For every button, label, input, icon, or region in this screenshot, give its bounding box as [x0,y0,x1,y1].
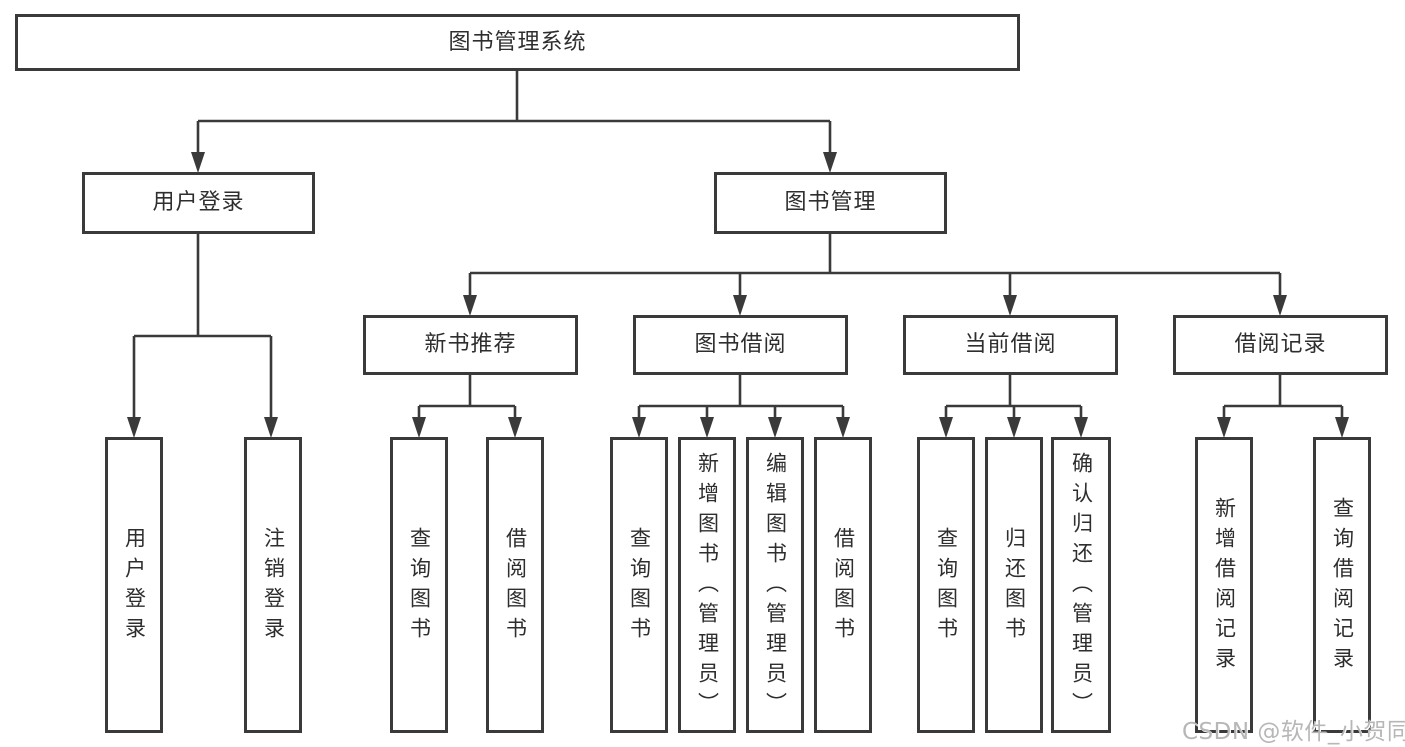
node-label: 确认归还（管理员） [1069,452,1094,722]
arrow-icon [733,295,747,316]
node-label: 借阅记录 [1234,332,1327,357]
arrowheads [127,152,1349,438]
node-label: 编辑图书（管理员） [763,452,788,722]
node-add-borrow-record: 新增借阅记录 [1195,437,1253,733]
node-user-login-leaf: 用户登录 [105,437,163,733]
node-library-system: 图书管理系统 [15,14,1020,71]
node-label: 用户登录 [152,190,245,215]
node-edit-books-admin: 编辑图书（管理员） [746,437,804,733]
watermark: CSDN @软件_小贺同学 [1182,719,1405,745]
arrow-icon [1003,295,1017,316]
node-label: 新书推荐 [424,332,517,357]
arrow-icon [700,417,714,438]
branch-currentborrow-to-leaves [944,375,1083,425]
arrow-icon [412,417,426,438]
node-label: 查询图书 [627,527,652,647]
arrow-icon [768,417,782,438]
node-current-borrowing: 当前借阅 [903,315,1118,375]
node-label: 新增借阅记录 [1212,497,1237,677]
branch-bookmgmt-to-level3 [468,234,1282,303]
node-label: 借阅图书 [503,527,528,647]
arrow-icon [1074,417,1088,438]
branch-root-to-level2 [196,71,832,160]
arrow-icon [1217,417,1231,438]
node-new-book-recommend: 新书推荐 [363,315,578,375]
node-book-management: 图书管理 [714,172,947,234]
node-label: 图书借阅 [694,332,787,357]
node-return-books: 归还图书 [985,437,1043,733]
branch-records-to-leaves [1222,375,1344,425]
arrow-icon [127,417,141,438]
node-borrow-books-leaf: 借阅图书 [814,437,872,733]
node-label: 归还图书 [1002,527,1027,647]
node-book-borrowing: 图书借阅 [633,315,848,375]
arrow-icon [508,417,522,438]
node-label: 图书管理系统 [448,29,587,55]
node-label: 查询借阅记录 [1330,497,1355,677]
node-label: 用户登录 [122,527,147,647]
node-query-borrow-record: 查询借阅记录 [1313,437,1371,733]
node-query-books-current: 查询图书 [917,437,975,733]
node-label: 注销登录 [261,527,286,647]
node-query-books-borrowing: 查询图书 [610,437,668,733]
node-label: 借阅图书 [831,527,856,647]
arrow-icon [823,152,837,173]
arrow-icon [1007,417,1021,438]
node-query-books-recommend: 查询图书 [390,437,448,733]
arrow-icon [1335,417,1349,438]
arrow-icon [191,152,205,173]
branch-userlogin-to-leaves [132,234,273,425]
node-label: 查询图书 [934,527,959,647]
node-borrowing-records: 借阅记录 [1173,315,1388,375]
node-borrow-books-recommend: 借阅图书 [486,437,544,733]
node-label: 查询图书 [407,527,432,647]
node-label: 新增图书（管理员） [695,452,720,722]
arrow-icon [463,295,477,316]
node-label: 当前借阅 [964,332,1057,357]
node-logout-leaf: 注销登录 [244,437,302,733]
arrow-icon [264,417,278,438]
branch-newbook-to-leaves [417,375,517,425]
node-user-login: 用户登录 [82,172,315,234]
node-add-books-admin: 新增图书（管理员） [678,437,736,733]
node-confirm-return-admin: 确认归还（管理员） [1051,437,1111,733]
arrow-icon [939,417,953,438]
branch-bookborrow-to-leaves [637,375,845,425]
arrow-icon [632,417,646,438]
arrow-icon [836,417,850,438]
node-label: 图书管理 [784,190,877,215]
arrow-icon [1273,295,1287,316]
